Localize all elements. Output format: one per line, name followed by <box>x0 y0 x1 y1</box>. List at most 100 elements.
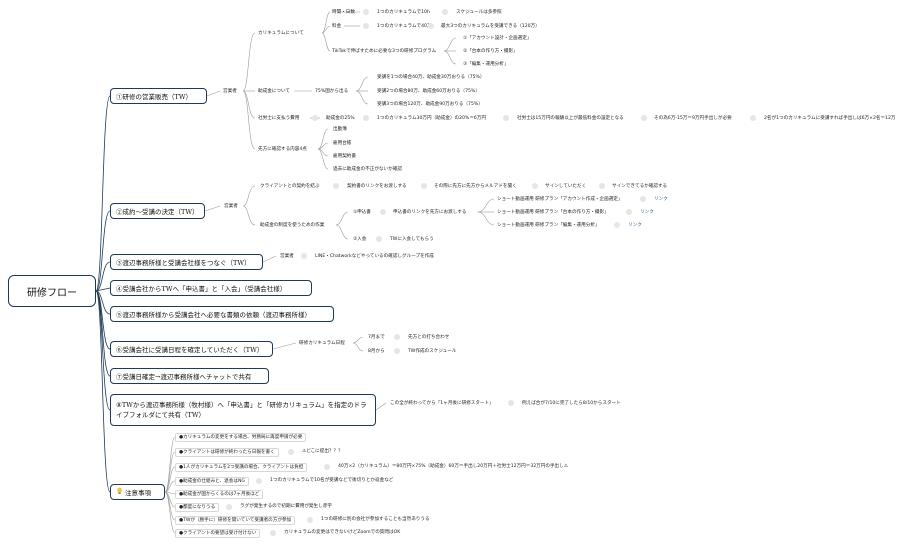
b3-c1: LINE・Chatworkなどやっているの確認しグループを作成 <box>315 254 434 259</box>
lightbulb-icon <box>116 487 123 497</box>
time-label: 時間・日数 <box>332 10 355 15</box>
branch-5-node[interactable]: ⑤渡辺事務所様から受講会社へ必要な書類の依頼（渡辺事務所様） <box>110 306 334 322</box>
connector-dot <box>599 183 605 189</box>
b6-row-1-label: 7月まで <box>368 335 385 340</box>
note-2-extra: ⚠どこに提出？？？ <box>302 449 343 454</box>
cost-c4: その為6万-15万＝9万円手出しが必要 <box>654 116 732 121</box>
plan-1-name: ショート動画運用 研修プラン「アカウント作成・企画選定」 <box>497 197 623 202</box>
note-5[interactable]: ●助成金が国からくるのは7ヶ月後ほど <box>175 490 264 499</box>
connector-dot <box>614 222 620 228</box>
branch-2-title: ②成約〜受講の決定（TW） <box>116 208 199 216</box>
branch-8-title: ⑧TWから渡辺事務所様（牧村様）へ「申込書」と「研修カリキュラム」を指定のドライ… <box>116 401 367 419</box>
time-c1: 1つのカリキュラムで10h <box>377 10 430 15</box>
join-label: ②入会 <box>353 237 367 242</box>
check-item-2: 雇用台帳 <box>333 141 352 146</box>
connector-dot <box>324 464 330 470</box>
plan-3-link[interactable]: リンク <box>628 223 642 228</box>
curriculum-label: カリキュラムについて <box>258 31 304 36</box>
cost-c1: 助成金の25% <box>326 116 355 121</box>
note-3[interactable]: ●1人がカリキュラムを2つ受講の場合、クライアントは負担 <box>175 463 308 472</box>
program-item-1: ①「アカウント設計・企画選定」 <box>463 36 532 41</box>
subsidy-item-3: 受講3つの場合120万、助成金90万おりる（75%） <box>377 102 483 107</box>
b6-row-1-c1: 先方との打ち合わせ <box>408 335 450 340</box>
connector-dot <box>626 209 632 215</box>
connector-dot <box>641 115 647 121</box>
contract-step-1: 契約書のリンクをお渡しする <box>347 184 407 189</box>
b6-sub-label: 研修カリキュラム日程 <box>299 341 345 346</box>
connector-dot <box>394 348 400 354</box>
cost-label: 社労士に支払う費用 <box>258 116 300 121</box>
note-8-extra: カリキュラムの変更はできないけどZoomでの質問はOK <box>284 530 401 535</box>
plan-3-name: ショート動画運用 研修プラン「編集・運用分析」 <box>497 223 600 228</box>
note-4[interactable]: ●助成金の仕組みと、退会はNG <box>175 477 249 486</box>
contract-label: クライアントとの契約を結ぶ <box>260 184 320 189</box>
check-label: 先方に確認する内容4点 <box>258 147 307 152</box>
connector-dot <box>288 449 294 455</box>
root-node[interactable]: 研修フロー <box>8 275 96 307</box>
contract-step-3: サインしていただく <box>545 184 587 189</box>
join-c1: TWに入会してもらう <box>390 237 434 242</box>
root-label: 研修フロー <box>27 287 77 299</box>
fee-c1: 1つのカリキュラムで40万 <box>377 24 432 29</box>
branch-9-title: 注意事項 <box>125 489 151 497</box>
connector-dot <box>750 115 756 121</box>
branch-6-node[interactable]: ⑥受講会社に受講日程を確定していただく（TW） <box>110 341 273 357</box>
subsidy-item-2: 受講2つの場合80万、助成金60万おりる（75%） <box>377 89 480 94</box>
b6-row-2-c1: TW作成のスケジュール <box>408 349 457 354</box>
branch-4-title: ④受講会社からTWへ「申込書」と「入会」（受講会社様） <box>116 285 287 293</box>
note-7[interactable]: ●TWが（勝手に）研修を開いていて受講者の方が参加 <box>175 516 296 525</box>
note-8[interactable]: ●クライアントの要望は受け付けない <box>175 529 261 538</box>
note-6[interactable]: ●都度になりうる <box>175 503 220 512</box>
contract-step-2: その際に先方に先方からメルアドを聞く <box>434 184 517 189</box>
connector-dot <box>363 23 369 29</box>
b8-c2: 例えば合が7/10に完了したら8/10からスタート <box>522 401 621 406</box>
connector-dot <box>428 23 434 29</box>
branch-1-node[interactable]: ①研修の営業販売（TW） <box>110 88 207 104</box>
program-item-3: ③「編集・運用分析」 <box>463 62 509 67</box>
branch-6-title: ⑥受講会社に受講日程を確定していただく（TW） <box>116 346 264 354</box>
connector-dot <box>421 183 427 189</box>
check-item-3: 雇用契約書 <box>333 154 356 159</box>
connector-dot <box>301 253 307 259</box>
connector-dot <box>640 196 646 202</box>
connector-dot <box>380 209 386 215</box>
contract-step-4: サインできてるか確認する <box>612 184 668 189</box>
connector-dot <box>394 334 400 340</box>
connector-dot <box>508 400 514 406</box>
plan-2-name: ショート動画運用 研修プラン「台本の作り方・撮影」 <box>497 210 609 215</box>
note-1[interactable]: ●カリキュラムの変更をする場合、労務局に再度申請が必要 <box>175 433 307 442</box>
branch-1-title: ①研修の営業販売（TW） <box>116 93 193 101</box>
b6-row-2-label: 8月から <box>368 349 385 354</box>
note-3-extra: 40万×2（カリキュラム）＝80万円×75%（助成金）60万＝手出し20万円＋社… <box>338 464 568 469</box>
cost-c2: 1つのカリキュラム30万円（助成金）の20%＝6万円 <box>377 116 487 121</box>
branch-4-node[interactable]: ④受講会社からTWへ「申込書」と「入会」（受講会社様） <box>110 280 312 296</box>
branch-2-node[interactable]: ②成約〜受講の決定（TW） <box>110 203 205 219</box>
b8-c1: この全が終わってから「1ヶ月後に研修スタート」 <box>390 401 494 406</box>
connector-dot <box>270 530 276 536</box>
plan-2-link[interactable]: リンク <box>640 210 654 215</box>
check-item-4: 過去に助成金の不正がないか確認 <box>333 167 402 172</box>
note-7-extra: 1つの研修に別の会社が参加することも当然ありうる <box>321 517 430 522</box>
branch-8-node[interactable]: ⑧TWから渡辺事務所様（牧村様）へ「申込書」と「研修カリキュラム」を指定のドライ… <box>110 394 376 426</box>
branch-7-node[interactable]: ⑦受講日確定→渡辺事務所様へチャットで共有 <box>110 368 269 384</box>
subsidy-rate: 75%国から出る <box>315 89 349 94</box>
apply-c1: 申込書のリンクを先方にお渡しする <box>393 210 467 215</box>
program-item-2: ②「台本の作り方・撮影」 <box>463 49 518 54</box>
program-label: TikTokで伸ばすために必要な3つの研修プログラム <box>332 49 437 54</box>
fee-c2: 最大3つのカリキュラムを受講できる（120万） <box>441 24 540 29</box>
time-c2: スケジュールは多参照 <box>456 10 502 15</box>
branch-9-node[interactable]: 注意事項 <box>110 484 165 500</box>
b2-subsidy-label: 助成金の制度を使うための作業 <box>260 223 325 228</box>
plan-1-link[interactable]: リンク <box>654 197 668 202</box>
connector-dot <box>312 115 318 121</box>
branch-3-node[interactable]: ③渡辺事務所様と受講会社様をつなぐ（TW） <box>110 254 263 270</box>
branch-7-title: ⑦受講日確定→渡辺事務所様へチャットで共有 <box>116 373 252 381</box>
check-item-1: 出勤簿 <box>333 127 347 132</box>
fee-label: 料金 <box>332 24 342 29</box>
b2-sub-label: 営業者 <box>224 204 238 209</box>
b3-sub-label: 営業者 <box>280 254 294 259</box>
note-4-extra: 1つのカリキュラムで10名が受講などで後切りとか返金など <box>270 478 394 483</box>
cost-c3: 社労士は15万円の報酬以上が最低料金の設定となる <box>517 116 624 121</box>
note-2[interactable]: ●クライアントは研修が終わったら日報を書く <box>175 448 279 457</box>
subsidy-item-1: 受講を1つの場合40万、助成金30万おりる（75%） <box>377 75 485 80</box>
